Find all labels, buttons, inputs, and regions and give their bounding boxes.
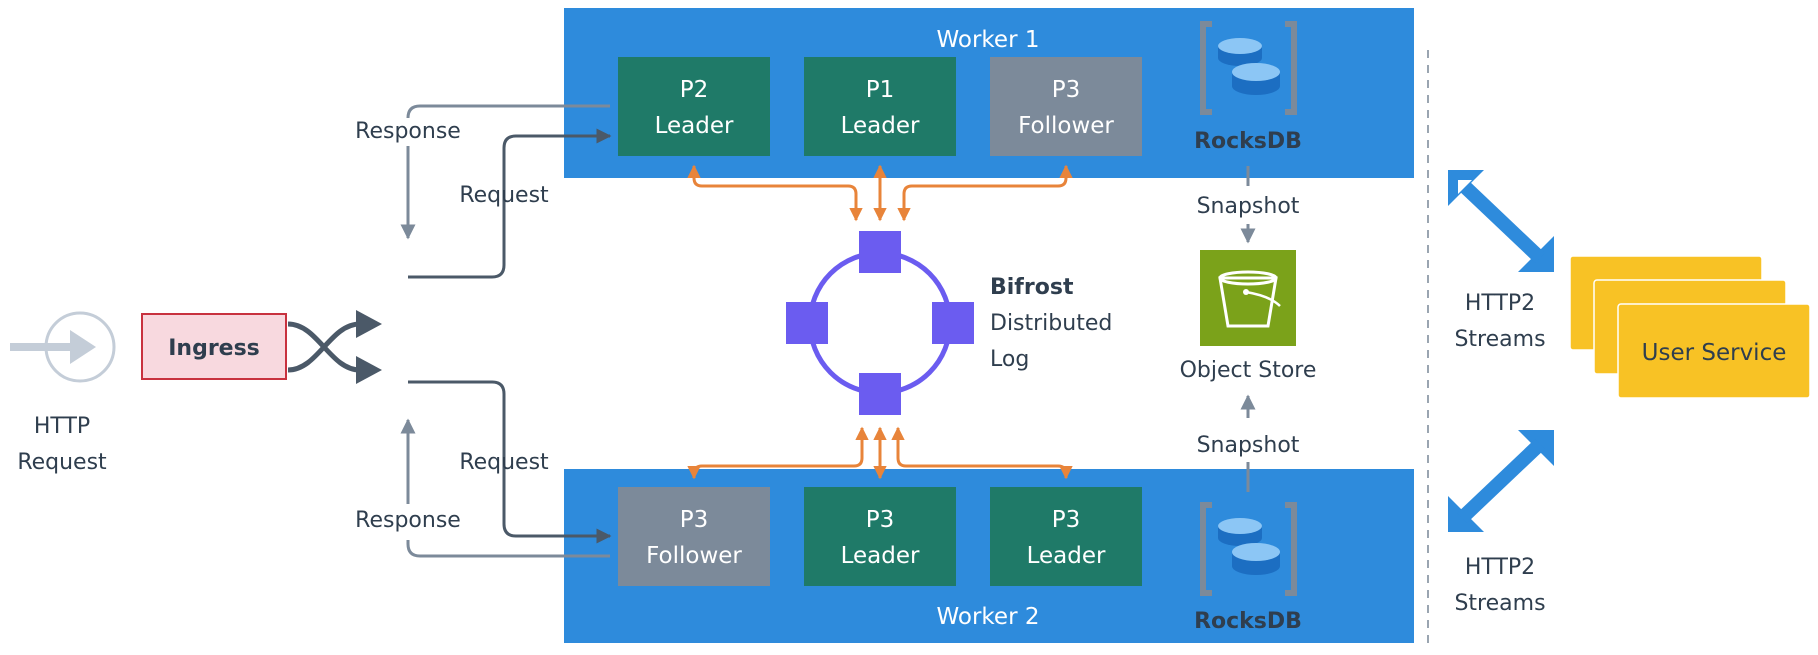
user-service-stack[interactable]: User Service — [1569, 255, 1811, 399]
shuffle-icon — [287, 310, 382, 384]
rocksdb-icon — [1200, 502, 1297, 596]
bottom-routing-lines — [400, 380, 612, 558]
partition-role: Leader — [841, 113, 920, 139]
worker1-partition-p1[interactable]: P1 Leader — [804, 57, 956, 156]
top-routing-lines — [400, 104, 612, 279]
worker2-partition-p3-leader-b[interactable]: P3 Leader — [990, 487, 1142, 586]
partition-id: P3 — [1052, 77, 1081, 103]
replication-arrows-top — [687, 164, 1073, 222]
http2-streams-bottom-line1: HTTP2 — [1465, 555, 1535, 580]
partition-id: P2 — [680, 77, 709, 103]
partition-id: P3 — [1052, 507, 1081, 533]
http-request-label-line2: Request — [17, 450, 107, 475]
http2-streams-top-icon — [1448, 170, 1554, 272]
http2-streams-top-line2: Streams — [1454, 327, 1545, 352]
partition-role: Leader — [841, 543, 920, 569]
worker2-title: Worker 2 — [937, 604, 1040, 630]
partition-id: P3 — [866, 507, 895, 533]
worker2-partition-p3-follower[interactable]: P3 Follower — [618, 487, 770, 586]
bifrost-title: Bifrost — [990, 275, 1074, 300]
ingress-label: Ingress — [168, 336, 260, 361]
user-service-card-front — [1617, 303, 1811, 399]
partition-id: P3 — [680, 507, 709, 533]
object-store-bucket-icon[interactable] — [1200, 250, 1296, 346]
http-request-label-line1: HTTP — [34, 414, 90, 439]
http2-streams-bottom-icon — [1448, 430, 1554, 532]
worker1-partition-p3[interactable]: P3 Follower — [990, 57, 1142, 156]
snapshot-top-label: Snapshot — [1197, 194, 1300, 219]
replication-arrows-bottom — [687, 426, 1073, 480]
worker1-title: Worker 1 — [937, 27, 1040, 53]
worker1-db-label: RocksDB — [1194, 129, 1302, 154]
partition-role: Follower — [646, 543, 742, 569]
worker2-partition-p3-leader-a[interactable]: P3 Leader — [804, 487, 956, 586]
bifrost-node-top — [859, 231, 901, 273]
bifrost-subtitle-2: Log — [990, 347, 1029, 372]
bifrost-ring — [786, 231, 974, 415]
bifrost-subtitle: Distributed — [990, 311, 1112, 336]
bifrost-node-bottom — [859, 373, 901, 415]
user-service-label: User Service — [1642, 340, 1787, 366]
response-bottom-label: Response — [355, 508, 461, 533]
snapshot-bottom-label: Snapshot — [1197, 433, 1300, 458]
response-top-label: Response — [355, 119, 461, 144]
rocksdb-icon — [1200, 21, 1297, 115]
request-top-label: Request — [459, 183, 549, 208]
object-store-label: Object Store — [1180, 358, 1317, 383]
http-request-arrow-icon — [10, 311, 116, 383]
http2-streams-bottom-line2: Streams — [1454, 591, 1545, 616]
partition-role: Leader — [1027, 543, 1106, 569]
bifrost-node-right — [932, 302, 974, 344]
request-bottom-label: Request — [459, 450, 549, 475]
bifrost-node-left — [786, 302, 828, 344]
partition-id: P1 — [866, 77, 895, 103]
worker1-partition-p2[interactable]: P2 Leader — [618, 57, 770, 156]
http2-streams-top-line1: HTTP2 — [1465, 291, 1535, 316]
worker2-db-label: RocksDB — [1194, 609, 1302, 634]
partition-role: Leader — [655, 113, 734, 139]
ingress-box[interactable]: Ingress — [141, 313, 287, 380]
partition-role: Follower — [1018, 113, 1114, 139]
